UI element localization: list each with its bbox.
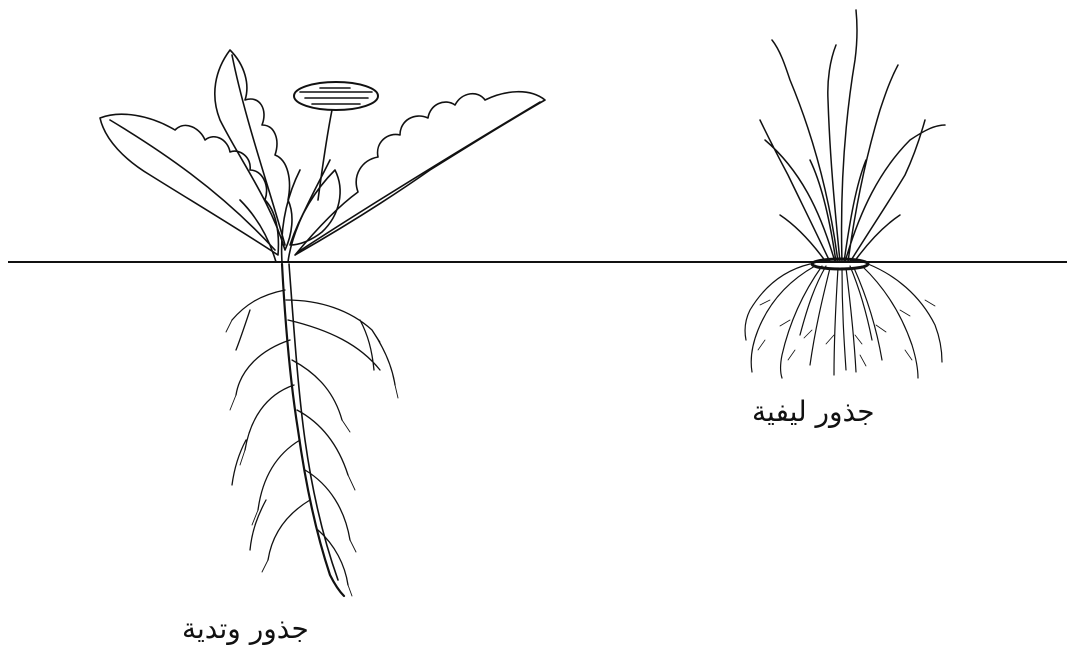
root-hairs: [758, 300, 935, 366]
taproot-main: [282, 264, 344, 596]
fibrous-roots: [745, 264, 942, 378]
leaf-left-vein: [110, 120, 275, 250]
lateral-roots: [232, 290, 395, 585]
taproot-label: جذور وتدية: [182, 612, 309, 645]
fibrous-label: جذور ليفية: [752, 395, 875, 428]
flower-texture: [300, 88, 372, 104]
grass-blades: [760, 10, 945, 262]
flower-stalk: [318, 110, 332, 200]
taproot-plant: [100, 50, 545, 596]
leaf-upper: [215, 50, 292, 250]
fibrous-plant: [745, 10, 945, 378]
taproot-stem: [240, 160, 330, 262]
flower-head: [294, 82, 378, 110]
